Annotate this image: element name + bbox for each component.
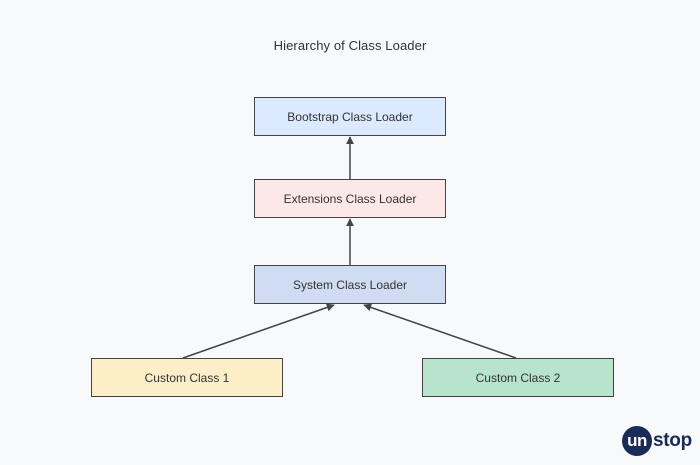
node-label: Custom Class 2 [475,370,561,385]
node-label: Bootstrap Class Loader [287,109,413,124]
diagram-title: Hierarchy of Class Loader [273,38,427,53]
node-label: Extensions Class Loader [283,191,417,206]
node-custom-class-1: Custom Class 1 [91,358,283,397]
node-label: System Class Loader [292,277,408,292]
edge-custom2-to-system [363,303,517,359]
node-label: Custom Class 1 [144,370,230,385]
node-custom-class-2: Custom Class 2 [422,358,614,397]
node-bootstrap-class-loader: Bootstrap Class Loader [254,97,446,136]
unstop-logo: un stop [622,425,692,457]
logo-wordmark: stop [653,430,692,451]
node-system-class-loader: System Class Loader [254,265,446,304]
logo-badge: un [622,426,652,456]
edge-custom1-to-system [182,303,335,359]
node-extensions-class-loader: Extensions Class Loader [254,179,446,218]
